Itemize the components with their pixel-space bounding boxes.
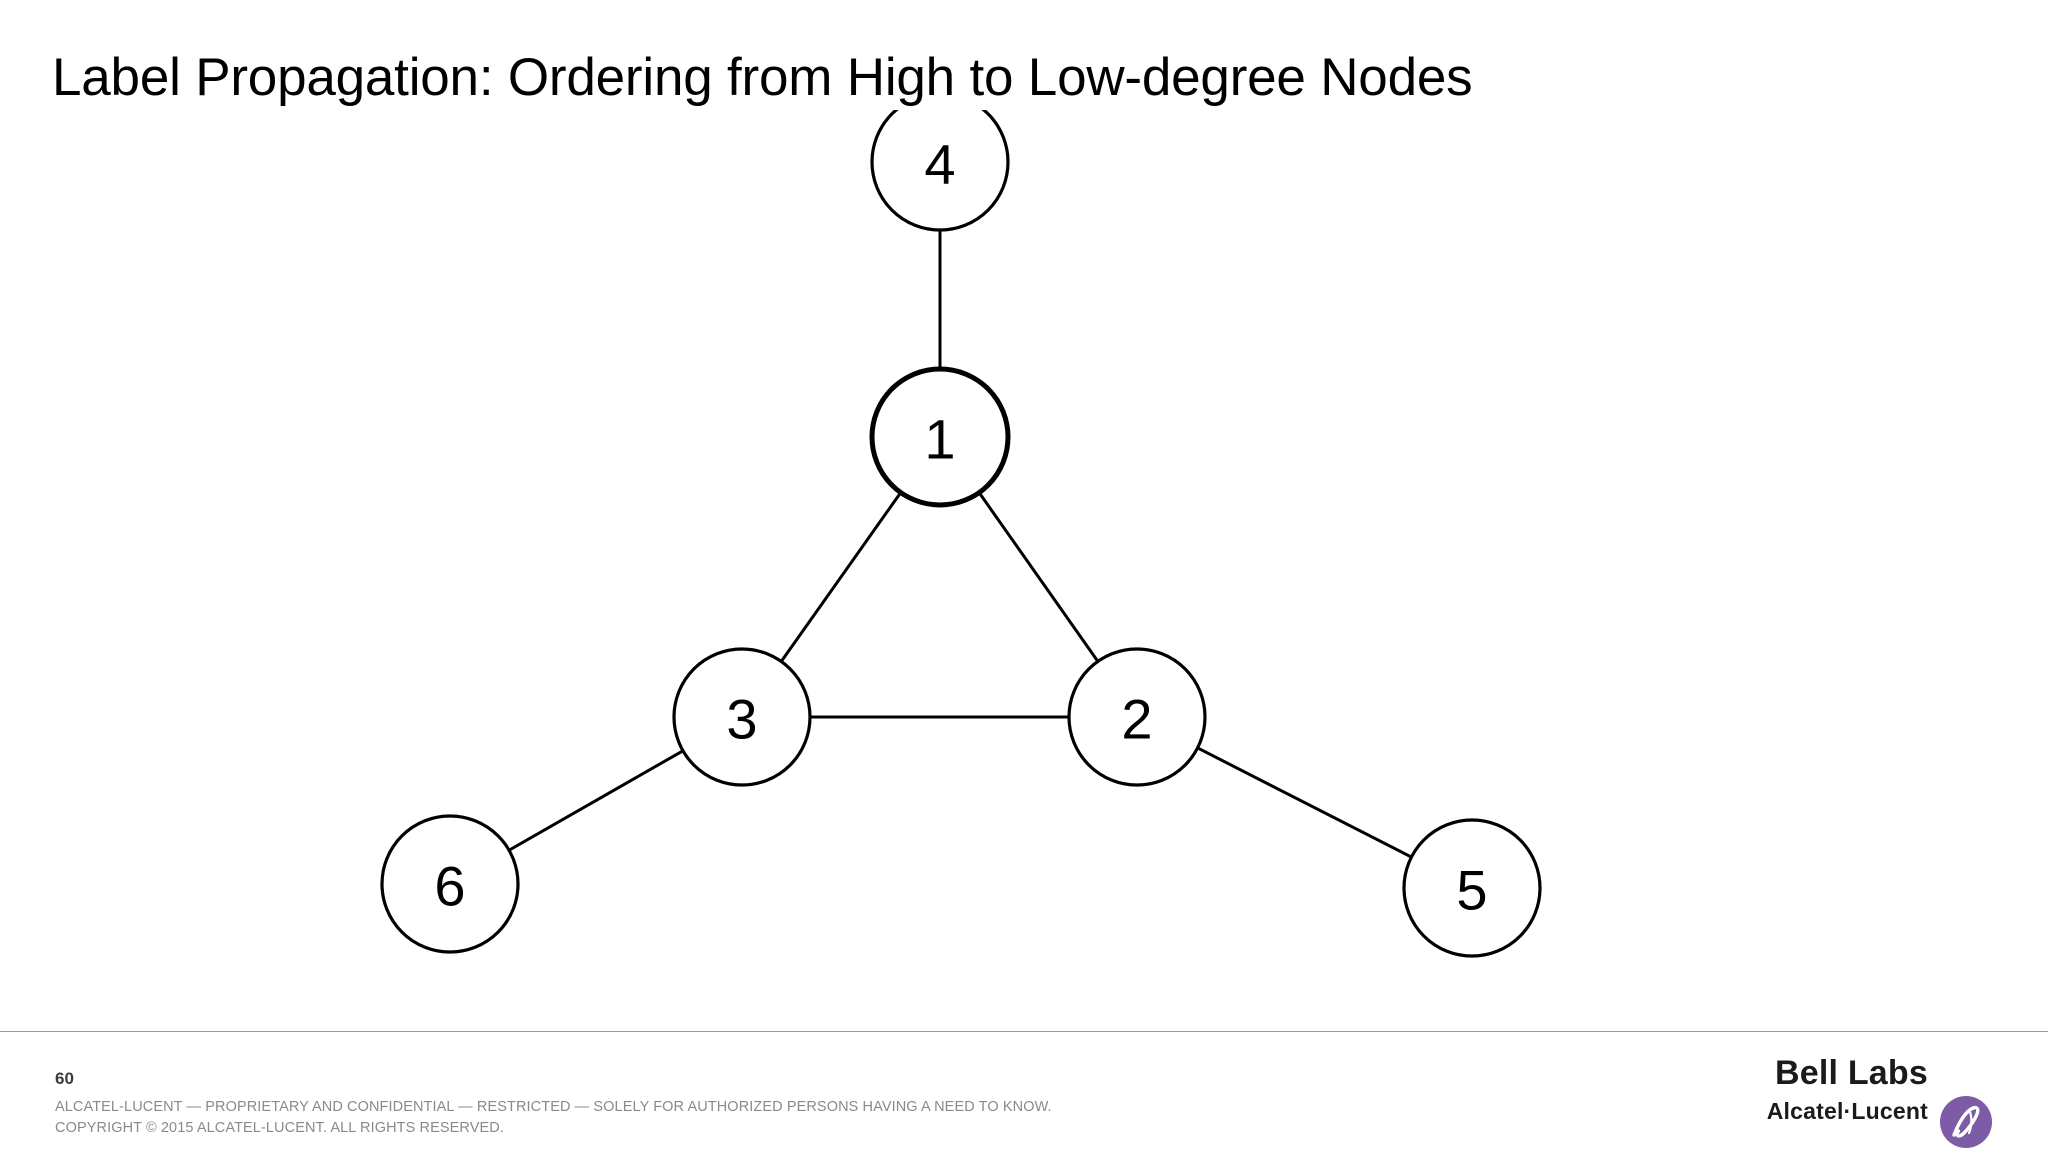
graph-node-6[interactable]: 6 bbox=[380, 814, 520, 954]
node-label-1: 1 bbox=[924, 408, 955, 471]
node-circle-2[interactable] bbox=[1067, 647, 1207, 787]
node-label-3: 3 bbox=[726, 688, 757, 751]
brand-primary-name: Bell Labs bbox=[1775, 1054, 1928, 1092]
legal-line-1: ALCATEL-LUCENT — PROPRIETARY AND CONFIDE… bbox=[55, 1099, 1052, 1115]
node-circle-1[interactable] bbox=[869, 366, 1011, 508]
node-label-6: 6 bbox=[434, 855, 465, 918]
alcatel-lucent-mark-icon bbox=[1940, 1096, 1992, 1148]
slide-footer: 60 ALCATEL-LUCENT — PROPRIETARY AND CONF… bbox=[0, 1032, 2048, 1152]
footer-divider bbox=[0, 1031, 2048, 1032]
graph-edge-layer bbox=[507, 229, 1414, 859]
node-label-2: 2 bbox=[1121, 688, 1152, 751]
graph-canvas: 4 1 3 2 6 5 bbox=[380, 110, 1542, 958]
graph-node-2[interactable]: 2 bbox=[1067, 647, 1207, 787]
node-label-5: 5 bbox=[1456, 859, 1487, 922]
graph-edge-2-5 bbox=[1195, 746, 1414, 859]
graph-edge-1-2 bbox=[977, 490, 1100, 664]
brand-logo: Bell Labs Alcatel·Lucent bbox=[1700, 1054, 2000, 1150]
node-circle-3[interactable] bbox=[672, 647, 812, 787]
node-circle-4[interactable] bbox=[870, 110, 1010, 232]
graph-node-1[interactable]: 1 bbox=[869, 366, 1011, 508]
graph-node-5[interactable]: 5 bbox=[1402, 818, 1542, 958]
page-title: Label Propagation: Ordering from High to… bbox=[52, 48, 1473, 107]
graph-node-4[interactable]: 4 bbox=[870, 110, 1010, 232]
page-number: 60 bbox=[55, 1069, 74, 1088]
node-label-4: 4 bbox=[924, 133, 955, 196]
legal-line-2: COPYRIGHT © 2015 ALCATEL-LUCENT. ALL RIG… bbox=[55, 1120, 504, 1137]
node-circle-6[interactable] bbox=[380, 814, 520, 954]
graph-node-3[interactable]: 3 bbox=[672, 647, 812, 787]
node-circle-5[interactable] bbox=[1402, 818, 1542, 958]
graph-edge-3-6 bbox=[507, 748, 685, 853]
graph-edge-1-3 bbox=[779, 490, 903, 664]
brand-secondary-name: Alcatel·Lucent bbox=[1766, 1098, 1928, 1124]
graph-diagram: 4 1 3 2 6 5 bbox=[0, 110, 2048, 1010]
legal-notice: ALCATEL-LUCENT — PROPRIETARY AND CONFIDE… bbox=[55, 1097, 1052, 1139]
graph-node-layer: 4 1 3 2 6 5 bbox=[380, 110, 1542, 958]
